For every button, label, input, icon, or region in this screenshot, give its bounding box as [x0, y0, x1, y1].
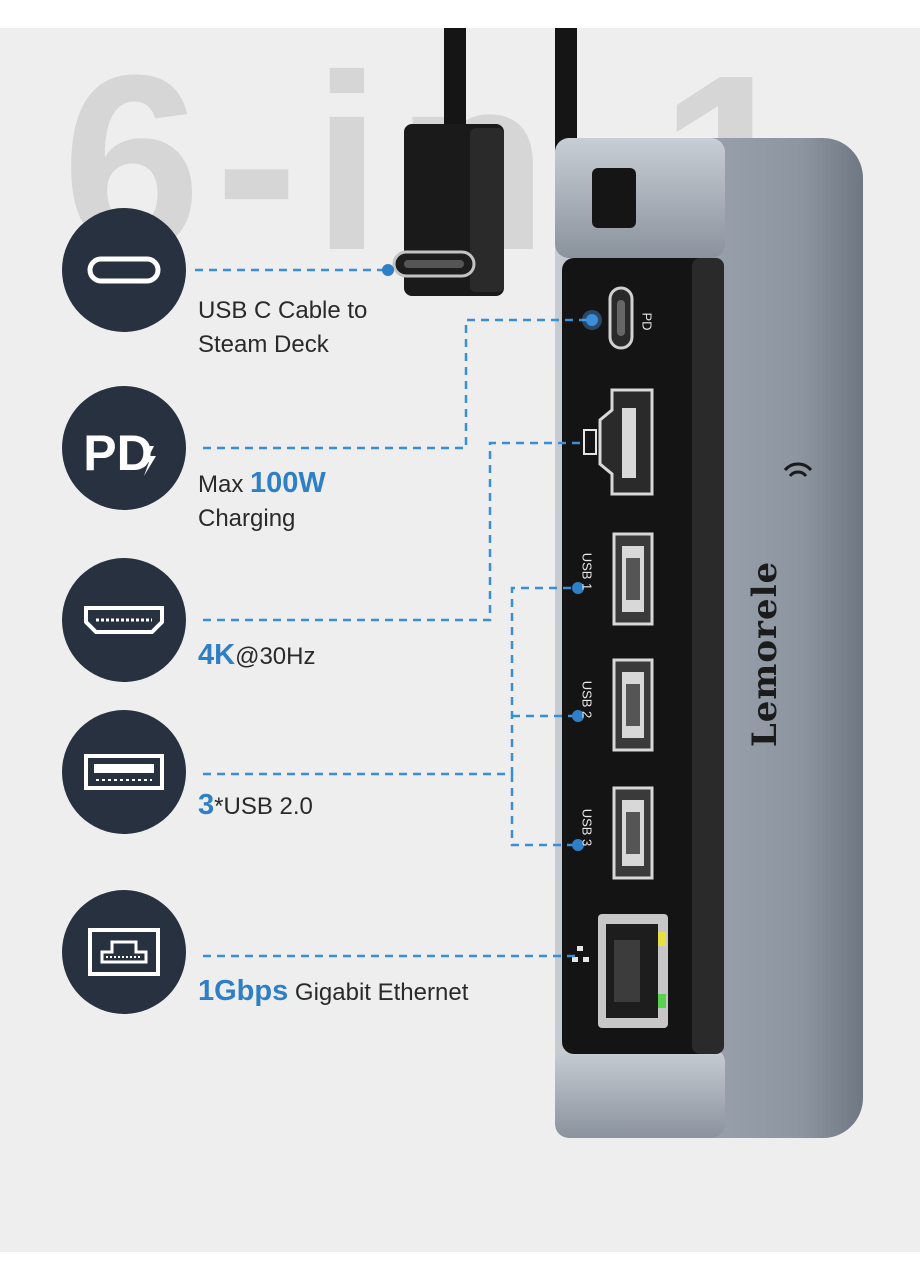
hdmi-icon [84, 606, 164, 634]
leader-dots [382, 264, 598, 851]
usb-a-port-1 [612, 532, 654, 626]
hub-illustration [195, 28, 863, 1138]
port-label-usb3: USB 3 [579, 808, 595, 847]
ethernet-port [598, 914, 668, 1028]
svg-text:PD: PD [83, 425, 152, 481]
port-label-usb2: USB 2 [579, 680, 595, 719]
feature-label-pd: Max 100W Charging [198, 467, 326, 532]
hub-bottom-cap [555, 1048, 725, 1138]
usb-a-icon [84, 754, 164, 790]
brand-logo: Lemorele [745, 560, 786, 748]
pd-icon: PD [83, 425, 156, 481]
leader-lines [195, 268, 592, 958]
product-image: 6-in-1 [0, 28, 920, 1252]
usb-a-port-2 [612, 658, 654, 752]
hdmi-symbol [583, 429, 597, 455]
port-label-usb1: USB 1 [579, 552, 595, 591]
feature-label-ethernet: 1Gbps Gigabit Ethernet [198, 975, 469, 1007]
ethernet-icon-circle [62, 890, 186, 1014]
feature-label-usb-c: USB C Cable to Steam Deck [198, 297, 368, 358]
feature-label-hdmi: 4K@30Hz [198, 639, 316, 671]
usb-c-plug [392, 124, 504, 296]
hub-top-cap [555, 138, 725, 258]
ethernet-icon [88, 928, 160, 976]
pd-icon-circle: PD [62, 386, 186, 510]
feature-label-usb-a: 3*USB 2.0 [198, 789, 313, 821]
usb-c-icon [87, 256, 161, 284]
hdmi-icon-circle [62, 558, 186, 682]
usb-a-icon-circle [62, 710, 186, 834]
usb-c-icon-circle [62, 208, 186, 332]
network-symbol [572, 946, 589, 962]
port-label-pd: PD [639, 312, 655, 331]
usb-a-port-3 [612, 786, 654, 880]
cable-strain-relief [592, 168, 636, 228]
